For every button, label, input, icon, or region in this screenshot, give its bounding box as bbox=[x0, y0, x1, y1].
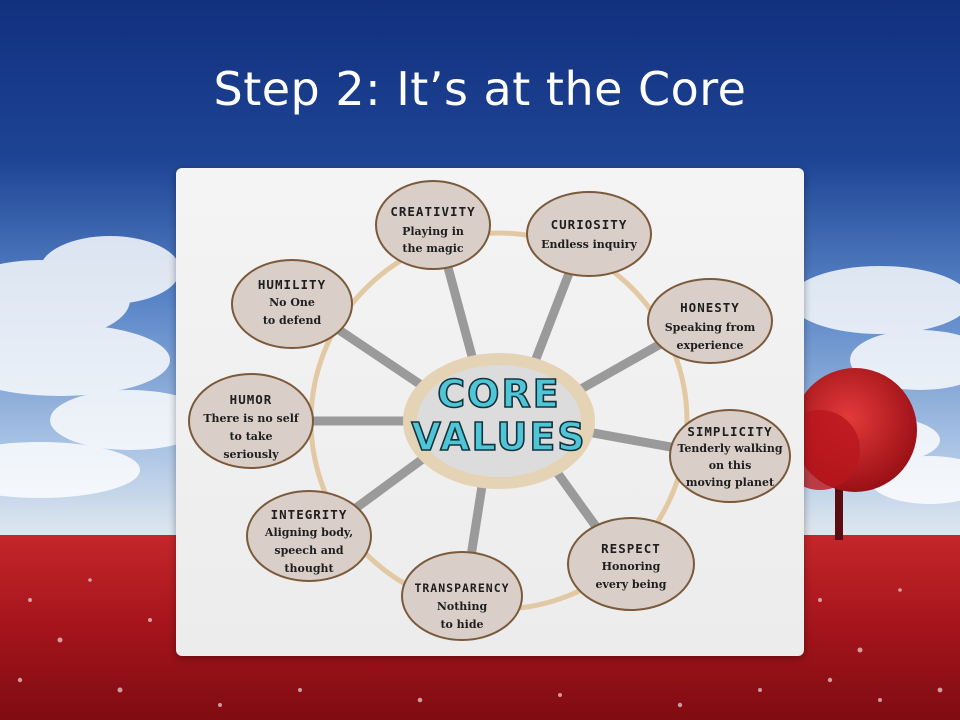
svg-text:Aligning body,: Aligning body, bbox=[264, 526, 353, 539]
svg-text:CURIOSITY: CURIOSITY bbox=[551, 217, 628, 232]
node-humor: HUMOR There is no self to take seriously bbox=[188, 373, 314, 469]
node-simplicity: SIMPLICITY Tenderly walking on this movi… bbox=[669, 409, 791, 503]
svg-text:RESPECT: RESPECT bbox=[601, 541, 661, 556]
svg-text:TRANSPARENCY: TRANSPARENCY bbox=[414, 581, 509, 595]
svg-text:Nothing: Nothing bbox=[437, 600, 488, 613]
spoke bbox=[524, 261, 577, 381]
svg-text:Endless inquiry: Endless inquiry bbox=[541, 238, 637, 251]
svg-text:Tenderly walking: Tenderly walking bbox=[677, 442, 782, 455]
diagram-panel: CORE VALUES CREATIVITY Playing in the ma… bbox=[176, 168, 804, 656]
svg-text:experience: experience bbox=[677, 339, 744, 352]
svg-text:seriously: seriously bbox=[223, 448, 279, 461]
clouds bbox=[0, 236, 960, 504]
svg-text:CREATIVITY: CREATIVITY bbox=[390, 204, 475, 219]
svg-text:No One: No One bbox=[269, 296, 315, 309]
svg-text:There is no self: There is no self bbox=[203, 412, 300, 425]
spoke bbox=[441, 254, 482, 379]
core-text-line1: CORE bbox=[437, 372, 560, 416]
node-curiosity: CURIOSITY Endless inquiry bbox=[526, 191, 652, 277]
svg-text:every being: every being bbox=[596, 578, 667, 591]
node-integrity: INTEGRITY Aligning body, speech and thou… bbox=[246, 490, 372, 582]
svg-text:HONESTY: HONESTY bbox=[680, 300, 740, 315]
svg-text:speech and: speech and bbox=[274, 544, 344, 557]
svg-text:to take: to take bbox=[229, 430, 272, 443]
svg-text:Speaking from: Speaking from bbox=[665, 321, 756, 334]
core-values-diagram: CORE VALUES CREATIVITY Playing in the ma… bbox=[188, 180, 791, 641]
svg-text:INTEGRITY: INTEGRITY bbox=[271, 507, 348, 522]
node-honesty: HONESTY Speaking from experience bbox=[647, 278, 773, 364]
svg-text:to defend: to defend bbox=[263, 314, 322, 327]
core-values-hub: CORE VALUES bbox=[403, 353, 595, 489]
field-flowers bbox=[17, 578, 943, 708]
svg-text:moving planet: moving planet bbox=[686, 476, 775, 489]
svg-text:HUMOR: HUMOR bbox=[230, 392, 273, 407]
core-text-line2: VALUES bbox=[411, 415, 586, 459]
svg-text:Playing in: Playing in bbox=[402, 225, 464, 238]
svg-text:thought: thought bbox=[284, 562, 334, 575]
node-humility: HUMILITY No One to defend bbox=[231, 259, 353, 349]
svg-text:SIMPLICITY: SIMPLICITY bbox=[687, 424, 772, 439]
slide-title: Step 2: It’s at the Core bbox=[213, 62, 747, 116]
svg-text:the magic: the magic bbox=[402, 242, 464, 255]
svg-text:on this: on this bbox=[709, 459, 752, 472]
svg-text:to hide: to hide bbox=[440, 618, 483, 631]
svg-text:HUMILITY: HUMILITY bbox=[258, 277, 326, 292]
svg-text:Honoring: Honoring bbox=[602, 560, 661, 573]
node-transparency: TRANSPARENCY Nothing to hide bbox=[401, 551, 523, 641]
node-creativity: CREATIVITY Playing in the magic bbox=[375, 180, 491, 270]
node-respect: RESPECT Honoring every being bbox=[567, 517, 695, 611]
